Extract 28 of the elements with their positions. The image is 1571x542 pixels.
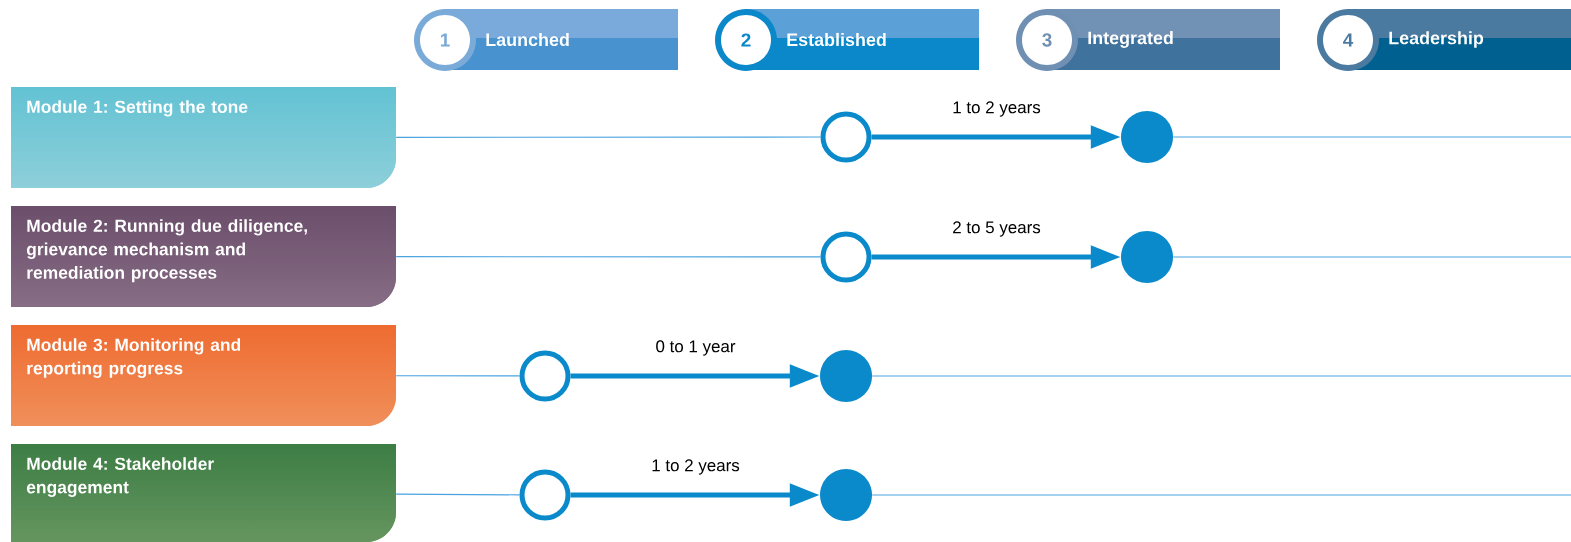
milestone-dot	[1121, 231, 1173, 283]
connector-line	[871, 494, 1571, 496]
milestone-ring	[519, 350, 571, 402]
stage-header: 2 Established	[715, 9, 979, 71]
module-box: Module 1: Setting the tone	[11, 87, 396, 188]
connector-line	[1172, 136, 1571, 138]
milestone-dot	[1121, 111, 1173, 163]
edge-label: 2 to 5 years	[953, 221, 1041, 237]
milestone-ring	[519, 469, 571, 521]
connector-line	[395, 493, 521, 496]
stage-header: 4 Leadership	[1317, 9, 1571, 71]
connector-line	[1172, 256, 1571, 258]
connector-line	[395, 136, 822, 138]
milestone-dot	[820, 469, 872, 521]
edge-label: 1 to 2 years	[652, 459, 740, 475]
module-box: Module 4: Stakeholder engagement	[11, 444, 396, 542]
edge-label: 1 to 2 years	[953, 101, 1041, 117]
module-box: Module 3: Monitoring and reporting progress	[11, 325, 396, 426]
milestone-dot	[820, 350, 872, 402]
connector-line	[395, 375, 521, 377]
connector-line	[871, 375, 1571, 377]
stage-header: 3 Integrated	[1016, 9, 1280, 71]
stage-header: 1 Launched	[414, 9, 678, 71]
milestone-ring	[820, 111, 872, 163]
connector-line	[395, 256, 822, 258]
edge-label: 0 to 1 year	[656, 340, 736, 356]
milestone-ring	[820, 231, 872, 283]
module-box: Module 2: Running due diligence, grievance mechanism and remediation processes	[11, 206, 396, 307]
